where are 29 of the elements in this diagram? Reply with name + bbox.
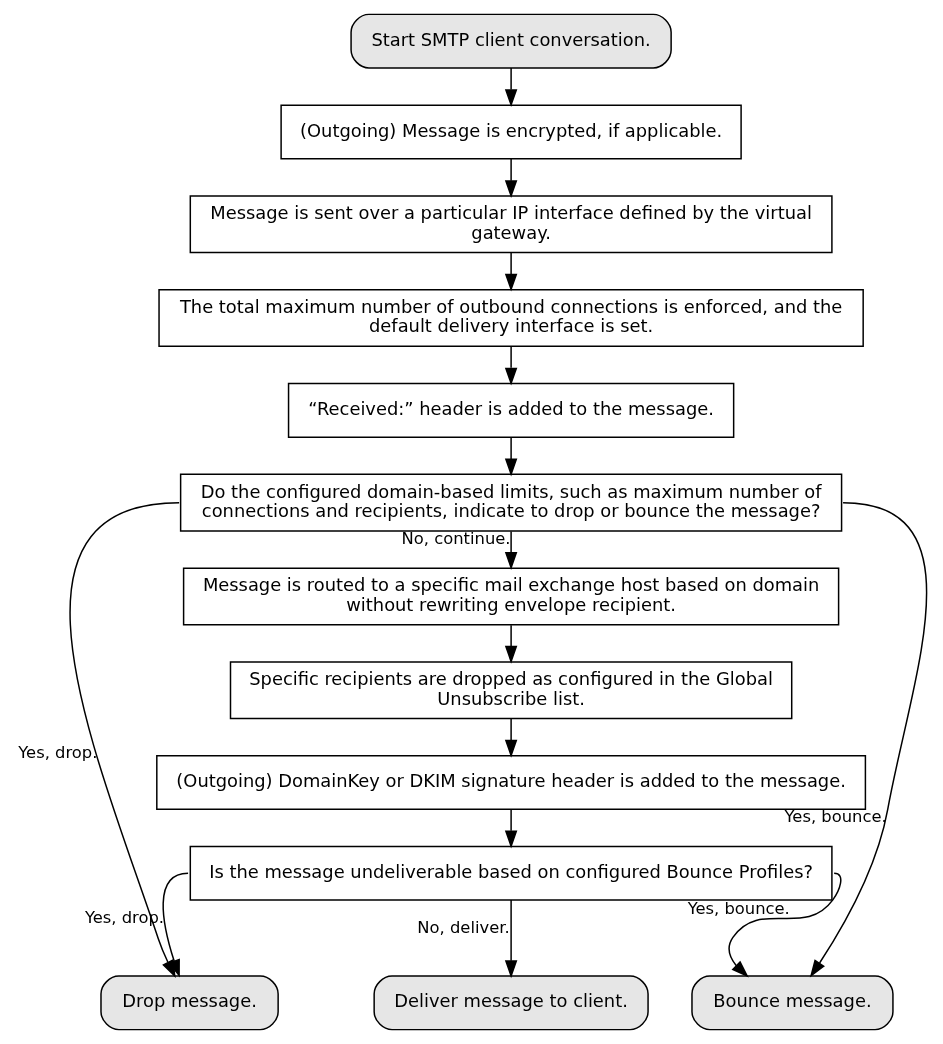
node-box: Deliver message to client. (372, 975, 649, 1031)
arrow (504, 717, 517, 758)
arrow (727, 872, 842, 978)
edge-label: No, continue. (401, 529, 511, 549)
node-box: Message is sent over a particular IP interface defined by the virtual gateway. (189, 195, 833, 254)
arrow (504, 252, 517, 292)
arrow (504, 67, 517, 108)
arrow (504, 624, 517, 664)
node-box: (Outgoing) DomainKey or DKIM signature header is added to the message. (155, 754, 866, 811)
node-box: Drop message. (99, 975, 279, 1031)
arrow (504, 530, 517, 570)
arrow (504, 345, 517, 386)
node-box: Do the configured domain-based limits, such as maximum number of connections and recipients, indicate to drop or bounce the message? (179, 473, 842, 532)
node-box: Bounce message. (690, 975, 894, 1031)
arrow (809, 501, 927, 978)
node-box: Start SMTP client conversation. (349, 13, 672, 69)
node-box: Message is routed to a specific mail exchange host based on domain without rewriting envelope recipient. (182, 567, 839, 626)
arrow (504, 899, 517, 979)
node-box: The total maximum number of outbound connections is enforced, and the default delivery interface is set. (157, 289, 864, 348)
arrow (504, 158, 517, 199)
edge-label: Yes, bounce. (687, 898, 790, 918)
node-box: Is the message undeliverable based on configured Bounce Profiles? (189, 845, 833, 901)
edge-label: No, deliver. (416, 918, 510, 938)
edge-label: Yes, drop. (17, 743, 97, 763)
arrow (504, 808, 517, 849)
node-box: (Outgoing) Message is encrypted, if applicable. (279, 104, 742, 160)
arrow (504, 436, 517, 477)
node-box: Specific recipients are dropped as configured in the Global Unsubscribe list. (229, 661, 792, 720)
node-box: “Received:” header is added to the message. (287, 382, 734, 438)
